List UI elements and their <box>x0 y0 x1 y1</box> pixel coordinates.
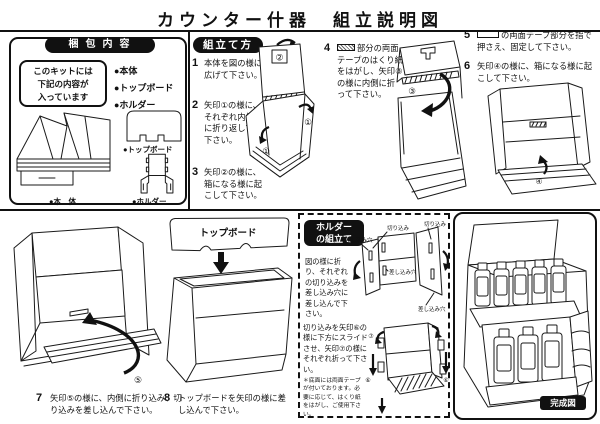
step-text: 矢印②の様に、箱になる様に起こして下さい。 <box>204 167 263 201</box>
step-number: 2 <box>192 99 199 111</box>
top-divider <box>0 30 600 32</box>
jar-row-bottom <box>494 325 562 383</box>
body-caption: ●本 体 <box>49 197 77 206</box>
step-text: 矢印④の様に、箱になる様に起こして下さい。 <box>477 61 593 83</box>
step-number: 3 <box>192 166 199 178</box>
package-contents-panel: 梱包内容 このキットには 下記の内容が 入っています ●本体 ●トップボード ●… <box>9 37 187 206</box>
package-note: このキットには 下記の内容が 入っています <box>19 60 107 107</box>
step-text: トップボードを矢印の様に差し込んで下さい。 <box>178 393 286 415</box>
step-text: 本体を図の様に広げて下さい。 <box>204 58 263 80</box>
step-number: 4 <box>324 42 331 54</box>
topboard-label: トップボード <box>199 227 256 239</box>
holder-assembly-panel: ホルダー の組立て 図の様に折り、それぞれの切り込みを差し込み穴に差し込んで下さ… <box>298 213 450 418</box>
raise-box-diagram: ④ <box>470 80 598 208</box>
package-item: ●トップボード <box>114 83 174 94</box>
step-text: 矢印①の様に、それぞれ内側に折り返して下さい。 <box>204 100 261 145</box>
holder-unfolded-diagram: 差し込み穴 切り込み 切り込み 差し込み穴 差し込み穴 <box>345 221 450 313</box>
package-badge: 梱包内容 <box>45 37 155 53</box>
step-number: 6 <box>464 60 471 72</box>
circled-3-label: ③ <box>408 86 416 96</box>
step-text: 部分の両面テープのはくり紙をはがし、矢印③の様に内側に折って下さい。 <box>337 43 403 100</box>
package-item-list: ●本体 ●トップボード ●ホルダー <box>114 63 173 114</box>
circled-6-label: ⑥ <box>365 377 370 384</box>
step-text: 矢印⑤の様に、内側に折り込み、切り込みを差し込んで下さい。 <box>50 393 182 415</box>
insert-hole-label: 差し込み穴 <box>389 268 417 276</box>
flat-body-diagram <box>13 109 127 195</box>
insert-hole-label: 差し込み穴 <box>345 236 373 244</box>
holder-folded-diagram: ⑥ ⑥ ⑦ <box>365 314 450 414</box>
insert-hole-label: 差し込み穴 <box>418 305 446 313</box>
circled-7-label: ⑦ <box>368 333 374 340</box>
holder-badge: ホルダー の組立て <box>304 220 364 246</box>
topboard-caption: ●トップボード <box>123 145 173 154</box>
step-number: 1 <box>192 57 199 69</box>
circled-1-label: ① <box>304 117 312 127</box>
circled-4-label: ④ <box>536 177 543 186</box>
step-number: 8 <box>164 392 171 404</box>
fold-tape-diagram: ③ <box>388 36 470 208</box>
unfold-body-diagram: ② ① ① <box>243 37 321 207</box>
flat-holder-diagram <box>133 152 181 196</box>
vertical-divider <box>188 32 190 209</box>
circled-5-label: ⑤ <box>134 375 142 385</box>
circled-6-label: ⑥ <box>443 377 448 384</box>
slit-label: 切り込み <box>424 221 447 228</box>
finished-view-panel: 完成図 <box>453 212 597 420</box>
package-item: ●ホルダー <box>114 100 156 111</box>
holder-tape-note: ＊底面には両面テープが付いております。必要に応じて、はくり紙をはがし、ご使用下さ… <box>303 378 361 418</box>
slit-label: 切り込み <box>387 224 410 232</box>
assembly-badge: 組立て方 <box>193 37 263 53</box>
circled-2-label: ② <box>275 53 283 63</box>
holder-caption: ●ホルダー <box>132 197 167 206</box>
tape-hatch-icon <box>337 44 355 52</box>
step-number: 7 <box>36 392 43 404</box>
finished-badge: 完成図 <box>540 396 586 410</box>
middle-divider <box>0 209 600 211</box>
holder-instruction-2: 切り込みを矢印⑥の様に下方にスライドさせ、矢印⑦の様にそれぞれ折って下さい。 <box>303 323 368 374</box>
tape-plain-icon <box>477 31 499 39</box>
flat-topboard-diagram <box>125 109 183 143</box>
package-item: ●本体 <box>114 66 138 76</box>
finished-display-diagram <box>458 217 594 415</box>
page-title: カウンター什器 組立説明図 <box>157 11 443 30</box>
step-text: の両面テープ部分を指で押さえ、固定して下さい。 <box>477 30 592 52</box>
fold-flap-diagram: ⑤ <box>6 213 164 385</box>
step-number: 5 <box>464 29 471 41</box>
insert-topboard-diagram: トップボード <box>166 214 298 388</box>
circled-1-label: ① <box>262 146 270 156</box>
holder-instruction-1: 図の様に折り、それぞれの切り込みを差し込み穴に差し込んで下さい。 <box>305 257 349 319</box>
